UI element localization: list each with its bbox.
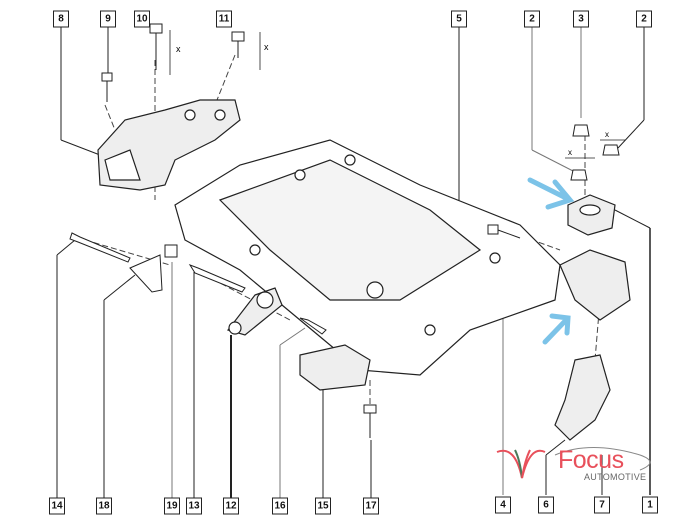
callout-2a: 2 [524, 10, 540, 28]
dimension-x-10: x [176, 44, 181, 54]
highlight-arrow-upper [527, 177, 575, 210]
callout-10: 10 [134, 10, 150, 28]
logo-name: Focus [558, 446, 624, 474]
callout-13: 13 [186, 497, 202, 515]
subframe [174, 139, 561, 376]
callout-9: 9 [100, 10, 116, 28]
highlight-arrow-lower [542, 313, 571, 345]
callout-14: 14 [49, 497, 65, 515]
callout-16: 16 [272, 497, 288, 515]
bracket-15 [299, 344, 371, 391]
callout-17: 17 [363, 497, 379, 515]
logo-car-outline [554, 447, 651, 471]
logo-tagline: AUTOMOTIVE [584, 472, 647, 482]
callout-5: 5 [451, 10, 467, 28]
bracket-4 [559, 249, 631, 321]
callout-1: 1 [642, 496, 658, 514]
callout-12: 12 [223, 497, 239, 515]
callout-4: 4 [495, 496, 511, 514]
callout-18: 18 [96, 497, 112, 515]
bracket-18 [129, 254, 163, 293]
callout-8: 8 [53, 10, 69, 28]
callout-7: 7 [594, 496, 610, 514]
callout-3: 3 [573, 10, 589, 28]
callout-2b: 2 [636, 10, 652, 28]
dimension-x-11: x [264, 42, 269, 52]
bolts [69, 23, 620, 438]
callout-11: 11 [216, 10, 232, 28]
callout-15: 15 [315, 497, 331, 515]
engine-mount-right [567, 194, 616, 236]
torque-rod [226, 287, 283, 336]
dimension-x-2b: x [605, 130, 609, 139]
engine-mount-left [97, 99, 241, 191]
bracket-6 [554, 354, 611, 441]
dimension-x-2a: x [568, 148, 572, 157]
logo-mark [496, 449, 546, 479]
callout-6: 6 [538, 496, 554, 514]
callout-19: 19 [164, 497, 180, 515]
